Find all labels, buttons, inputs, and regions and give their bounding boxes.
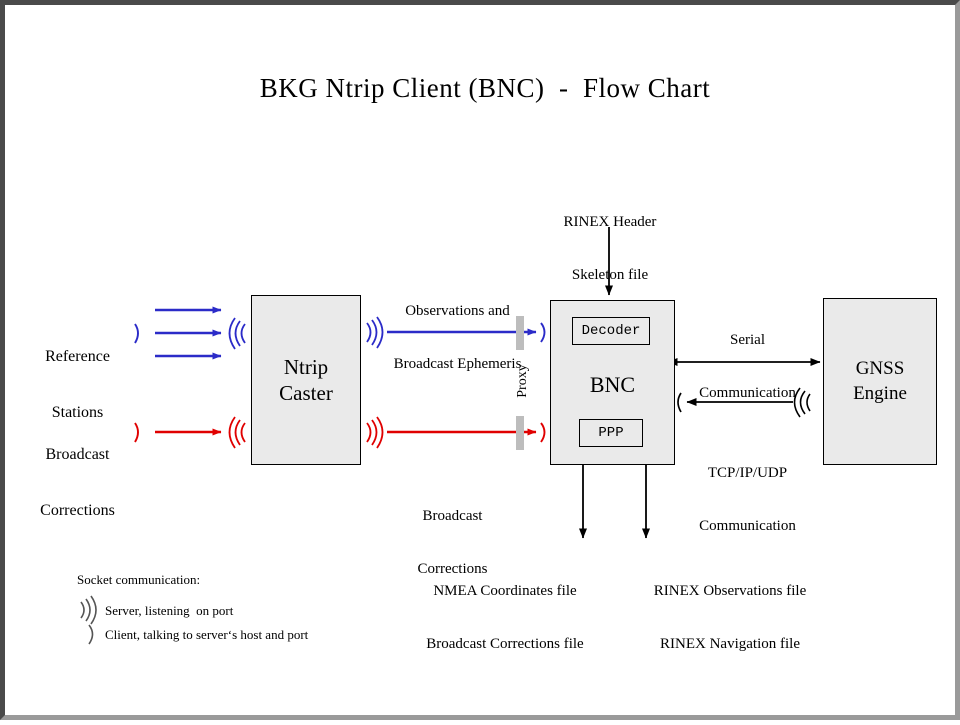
- socket-client-bnc-in-blue-icon: [540, 322, 546, 343]
- socket-client-bnc-tcp-icon: [677, 392, 682, 413]
- label-broadcast-corrections-source: Broadcast Corrections: [20, 408, 135, 559]
- node-decoder[interactable]: Decoder: [572, 317, 650, 345]
- broadcast-corrections-src-line2: Corrections: [40, 502, 115, 520]
- reference-stations-line1: Reference: [45, 347, 110, 365]
- proxy-bar-lower: [516, 416, 524, 450]
- proxy-bar-upper: [516, 316, 524, 350]
- label-observations-ephemeris: Observations and Broadcast Ephemeris: [365, 268, 550, 410]
- tcp-line1: TCP/IP/UDP: [707, 465, 788, 482]
- ntrip-caster-label-line1: Ntrip: [283, 354, 329, 379]
- legend-client-icon: [88, 624, 94, 645]
- output-left-line1: NMEA Coordinates file: [433, 583, 577, 600]
- label-output-right: RINEX Observations file RINEX Navigation…: [630, 548, 830, 690]
- observations-line2: Broadcast Ephemeris: [393, 356, 522, 373]
- label-serial-communication: Serial Communication: [670, 297, 825, 439]
- legend-server-icon: [80, 595, 97, 625]
- broadcast-corrections-src-line1: Broadcast: [45, 445, 110, 463]
- output-right-line2: RINEX Navigation file: [660, 636, 800, 653]
- ppp-label: PPP: [598, 425, 624, 441]
- socket-server-caster-out-red-icon: [366, 416, 384, 449]
- diagram-canvas: BKG Ntrip Client (BNC) - Flow Chart: [5, 5, 960, 725]
- arrow-reference-stations-group: [155, 306, 222, 360]
- node-ntrip-caster[interactable]: Ntrip Caster: [251, 295, 361, 465]
- serial-line2: Communication: [699, 385, 796, 402]
- page-title: BKG Ntrip Client (BNC) - Flow Chart: [259, 73, 711, 103]
- node-gnss-engine[interactable]: GNSS Engine: [823, 298, 937, 465]
- legend-client-label: Client, talking to server‘s host and por…: [105, 627, 309, 642]
- label-output-left: NMEA Coordinates file Broadcast Correcti…: [400, 548, 610, 690]
- rinex-header-line2: Skeleton file: [571, 267, 649, 284]
- legend-server-label: Server, listening on port: [105, 603, 234, 618]
- diagram-vectors: [80, 227, 821, 645]
- rinex-header-line1: RINEX Header: [563, 214, 657, 231]
- decoder-label: Decoder: [581, 323, 641, 339]
- label-reference-stations: Reference Stations: [25, 310, 130, 461]
- gnss-engine-label-line1: GNSS: [855, 357, 905, 379]
- output-left-line2: Broadcast Corrections file: [426, 636, 584, 653]
- serial-line1: Serial: [730, 332, 765, 349]
- broadcast-corrections-edge-line1: Broadcast: [422, 508, 483, 525]
- reference-stations-line2: Stations: [51, 404, 104, 422]
- socket-server-gnss-tcp-icon: [793, 387, 811, 418]
- label-rinex-header-skeleton: RINEX Header Skeleton file: [525, 179, 695, 321]
- label-broadcast-corrections-edge: Broadcast Corrections: [380, 473, 525, 615]
- gnss-engine-label-line2: Engine: [853, 382, 907, 404]
- node-ppp[interactable]: PPP: [579, 419, 643, 447]
- socket-server-caster-in-red-icon: [228, 416, 246, 449]
- socket-server-caster-in-blue-icon: [228, 317, 246, 350]
- socket-client-bnc-in-red-icon: [540, 422, 546, 443]
- ntrip-caster-label-line2: Caster: [279, 381, 333, 405]
- label-tcp-ip-udp-communication: TCP/IP/UDP Communication: [670, 430, 825, 572]
- tcp-line2: Communication: [699, 518, 796, 535]
- output-right-line1: RINEX Observations file: [653, 583, 807, 600]
- bnc-label: BNC: [589, 372, 636, 397]
- legend-title: Socket communication:: [77, 572, 201, 587]
- socket-server-caster-out-blue-icon: [366, 316, 384, 349]
- socket-client-reference-stations-icon: [134, 323, 139, 344]
- broadcast-corrections-edge-line2: Corrections: [417, 561, 488, 578]
- observations-line1: Observations and: [405, 303, 510, 320]
- socket-client-broadcast-corrections-icon: [134, 422, 139, 443]
